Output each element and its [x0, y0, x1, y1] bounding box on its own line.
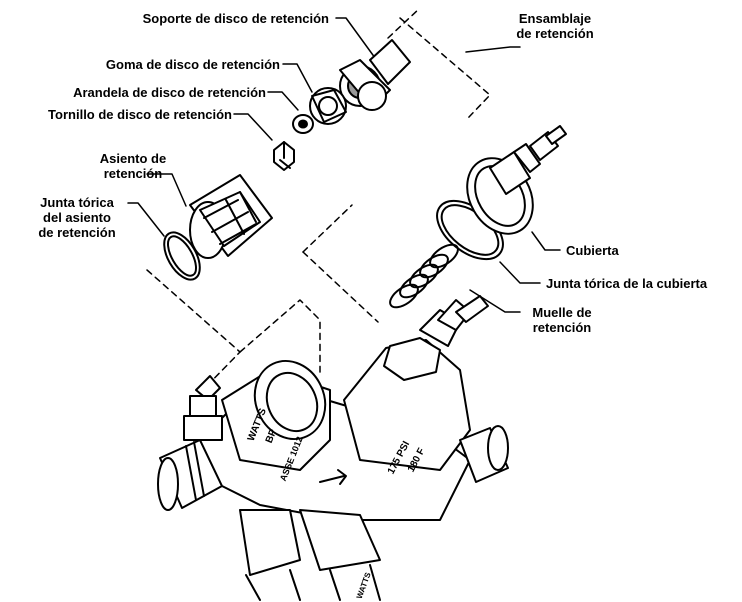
label-asiento: Asiento de retención: [78, 151, 188, 181]
label-muelle-line1: Muelle de: [532, 305, 592, 320]
soporte-disco: [339, 39, 411, 111]
label-junta-asiento-line1: Junta tórica: [40, 195, 114, 210]
label-asiento-line1: Asiento de: [99, 151, 167, 166]
label-asiento-line2: retención: [103, 166, 163, 181]
arandela-disco: [292, 114, 314, 134]
asiento-retencion: [189, 174, 273, 259]
cubierta: [466, 125, 567, 235]
label-cubierta: Cubierta: [566, 243, 619, 258]
label-goma: Goma de disco de retención: [105, 57, 280, 72]
muelle-retencion: [389, 243, 459, 309]
leader-lines: [127, 17, 561, 313]
label-muelle-line2: retención: [532, 320, 592, 335]
goma-disco: [309, 87, 347, 125]
label-muelle: Muelle de retención: [522, 305, 602, 335]
label-arandela: Arandela de disco de retención: [73, 85, 266, 100]
label-junta-cubierta: Junta tórica de la cubierta: [546, 276, 708, 291]
valve-body: [157, 295, 509, 601]
label-ensamblaje: Ensamblaje de retención: [500, 11, 610, 41]
label-junta-asiento-line3: de retención: [38, 225, 116, 240]
label-junta-asiento: Junta tórica del asiento de retención: [22, 195, 132, 240]
label-ensamblaje-line1: Ensamblaje: [518, 11, 592, 26]
label-junta-asiento-line2: del asiento: [43, 210, 111, 225]
junta-asiento: [163, 231, 201, 281]
label-ensamblaje-line2: de retención: [516, 26, 594, 41]
label-soporte: Soporte de disco de retención: [142, 11, 329, 26]
tornillo-disco: [273, 141, 295, 171]
label-tornillo: Tornillo de disco de retención: [48, 107, 232, 122]
